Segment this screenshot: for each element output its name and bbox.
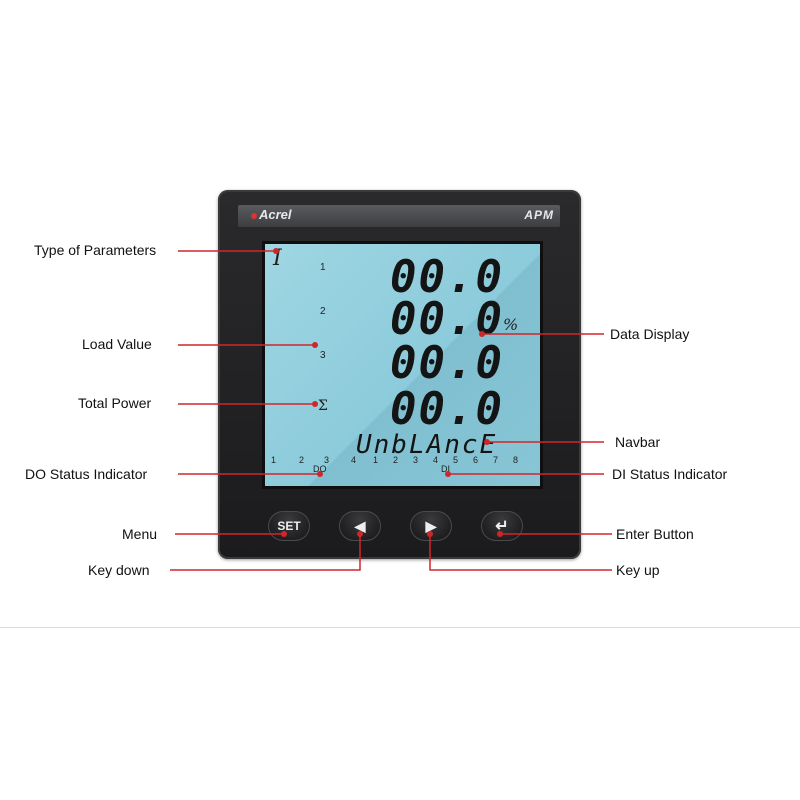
bottom-divider — [0, 627, 800, 628]
do-label: DO — [313, 464, 327, 474]
brand-name: Acrel — [259, 207, 292, 222]
di-indicator-2: 2 — [393, 455, 399, 465]
do-indicator-1: 1 — [271, 455, 277, 465]
di-indicator-6: 6 — [473, 455, 479, 465]
navbar-text: UnbLAncE — [356, 430, 498, 460]
label-enter-button: Enter Button — [616, 526, 694, 542]
label-menu: Menu — [122, 526, 158, 542]
row-index-1: 1 — [320, 262, 326, 273]
label-do-status: DO Status Indicator — [25, 466, 148, 482]
di-indicator-7: 7 — [493, 455, 499, 465]
di-indicator-8: 8 — [513, 455, 519, 465]
data-row-3: 00.0 — [390, 338, 504, 389]
label-type-of-parameters: Type of Parameters — [34, 242, 157, 258]
di-indicator-4: 4 — [433, 455, 439, 465]
param-type-symbol: I — [273, 246, 282, 271]
lcd-screen — [265, 244, 540, 486]
model-name: APM — [524, 208, 554, 222]
label-key-down: Key down — [88, 562, 150, 578]
di-indicator-3: 3 — [413, 455, 419, 465]
label-data-display: Data Display — [610, 326, 690, 342]
sigma-symbol: Σ — [318, 398, 328, 414]
left-arrow-button[interactable]: ◀ — [339, 511, 381, 541]
label-navbar: Navbar — [615, 434, 661, 450]
enter-button[interactable]: ↵ — [481, 511, 523, 541]
di-label: DI — [441, 464, 450, 474]
label-di-status: DI Status Indicator — [612, 466, 728, 482]
label-total-power: Total Power — [78, 395, 152, 411]
set-button[interactable]: SET — [268, 511, 310, 541]
di-indicator-5: 5 — [453, 455, 459, 465]
di-indicator-1: 1 — [373, 455, 379, 465]
right-arrow-button[interactable]: ▶ — [410, 511, 452, 541]
label-load-value: Load Value — [82, 336, 152, 352]
data-row-1: 00.0 — [390, 252, 504, 303]
row-index-2: 2 — [320, 306, 326, 317]
data-row-2: 00.0 — [390, 294, 504, 345]
do-indicator-3: 3 — [324, 455, 330, 465]
unit-percent: % — [503, 315, 519, 334]
row-index-3: 3 — [320, 350, 326, 361]
do-indicator-2: 2 — [299, 455, 305, 465]
device-top-bar — [238, 205, 560, 227]
data-row-total: 00.0 — [390, 384, 504, 435]
brand-logo-icon — [251, 213, 257, 219]
label-key-up: Key up — [616, 562, 660, 578]
do-indicator-4: 4 — [351, 455, 357, 465]
